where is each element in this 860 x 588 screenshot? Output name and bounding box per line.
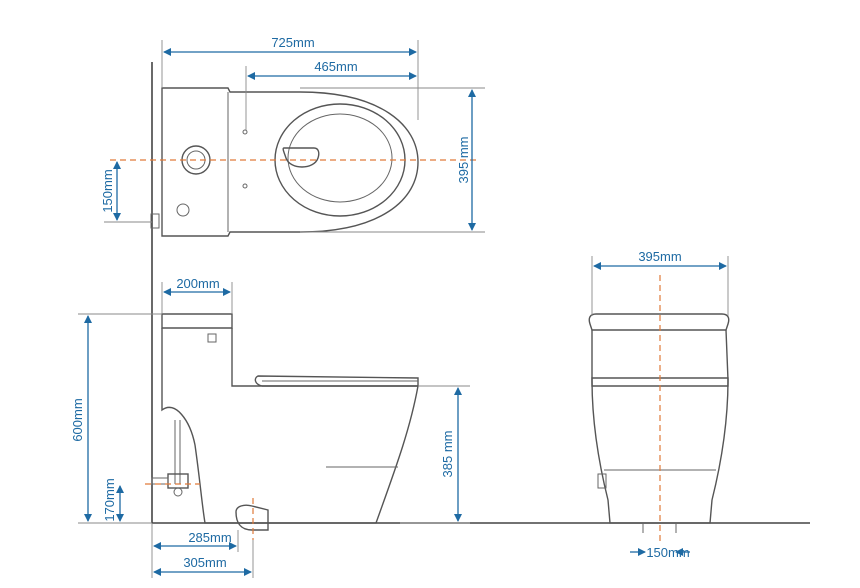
bowl-inner (287, 113, 393, 203)
dim-395-top-label: 395 mm (456, 137, 471, 184)
tank-lid (161, 313, 233, 329)
supply-hole (176, 203, 190, 217)
top-view-outline (161, 87, 419, 237)
seat-bolt-hole (242, 183, 248, 189)
side-view: 200mm 600mm 170mm 385 mm 285mm 305mm (70, 276, 470, 578)
dim-725-label: 725mm (271, 35, 314, 50)
bowl-drain (282, 147, 320, 168)
wall-stub (151, 477, 169, 485)
dim-385-label: 385 mm (440, 431, 455, 478)
seat-bolt-hole (242, 129, 248, 135)
front-seat (591, 377, 729, 387)
drain-flange (235, 504, 269, 531)
dim-395-front-label: 395mm (638, 249, 681, 264)
dim-200-label: 200mm (176, 276, 219, 291)
dim-600-label: 600mm (70, 398, 85, 441)
dim-150-top-label: 150mm (100, 169, 115, 212)
flush-button-side (207, 333, 217, 343)
seat-side (254, 375, 419, 387)
front-body-outline (591, 329, 729, 524)
valve-knob (173, 487, 183, 497)
dim-285-label: 285mm (188, 530, 231, 545)
supply-valve-top (150, 213, 160, 229)
dim-170-label: 170mm (102, 478, 117, 521)
side-body-outline (161, 328, 419, 524)
front-tank-lid (588, 313, 730, 331)
front-view: 395mm 150mm (588, 249, 730, 560)
dim-305-label: 305mm (183, 555, 226, 570)
dim-465-label: 465mm (314, 59, 357, 74)
dim-150-front-label: 150mm (646, 545, 689, 560)
top-view: 725mm 465mm 395 mm 150mm (100, 35, 485, 237)
front-valve (597, 473, 607, 489)
angle-valve (167, 473, 189, 489)
